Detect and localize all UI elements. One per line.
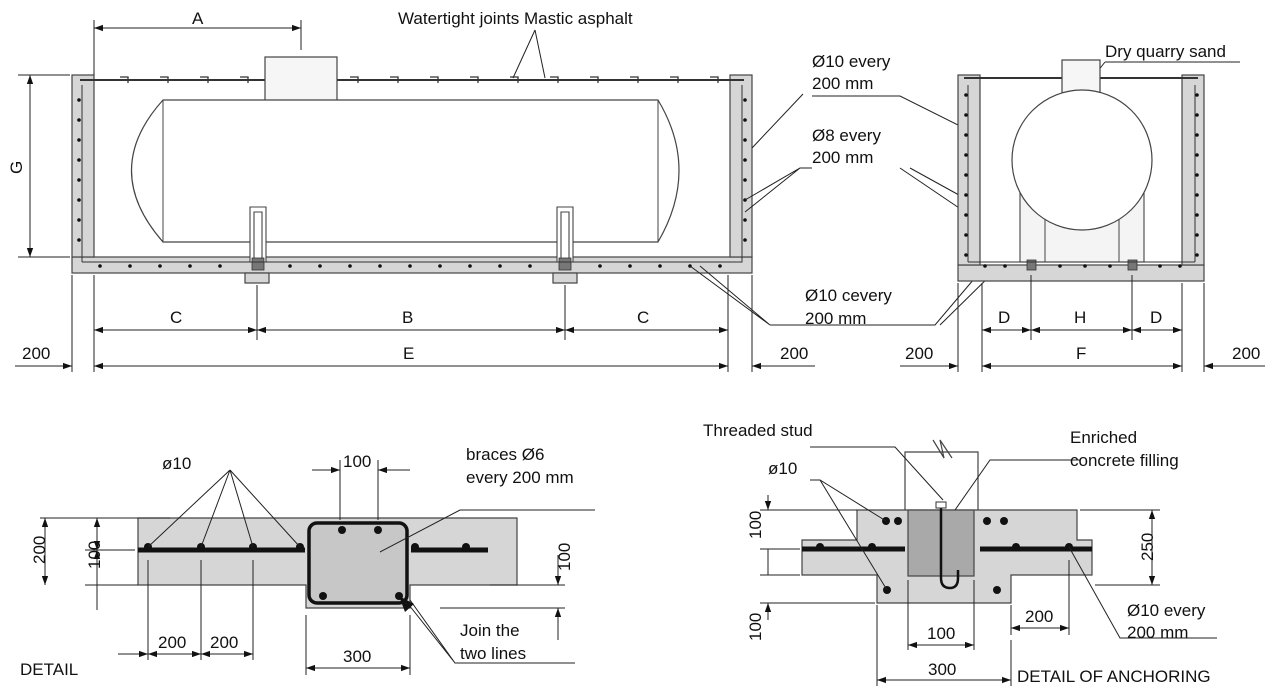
cross-floor-slab [957, 264, 1205, 282]
leader-join [404, 599, 575, 664]
dim-label-c-left: C [170, 308, 182, 327]
manhole-dome [264, 56, 338, 104]
detail-brace-stirrup [307, 521, 409, 605]
tank-saddle-left [249, 206, 267, 262]
dim-label-d-right: D [1150, 308, 1162, 327]
anchor-title: DETAIL OF ANCHORING [1017, 667, 1211, 686]
detail-braces-2: every 200 mm [466, 468, 574, 487]
detail-dim-200-a: 200 [158, 633, 186, 652]
dim-label-c-right: C [637, 308, 649, 327]
dim-label-e: E [403, 344, 414, 363]
anchor-dim-100-h: 100 [927, 624, 955, 643]
detail-dim-100-v: 100 [85, 541, 104, 569]
detail-rebar-label: ø10 [162, 454, 191, 473]
detail-join-2: two lines [460, 644, 526, 663]
anchor-dim-100-v1: 100 [746, 511, 765, 539]
anchor-dim-250: 250 [1138, 533, 1157, 561]
rebar-dots-cross [964, 93, 1199, 268]
leader-braces [379, 509, 595, 553]
detail-join-1: Join the [460, 621, 520, 640]
dim-label-200-3: 200 [905, 344, 933, 363]
leader-phi10c [689, 265, 1001, 326]
pit-floor-slab [71, 256, 753, 274]
detail-title: DETAIL [20, 660, 78, 679]
dim-label-h: H [1074, 308, 1086, 327]
leader-anchor-every [1068, 546, 1217, 639]
leader-watertight [512, 29, 546, 79]
tank-saddle-right [556, 206, 574, 262]
longitudinal-section [71, 56, 753, 284]
cross-section [957, 59, 1205, 282]
detail-braces-1: braces Ø6 [466, 445, 544, 464]
pit-wall-right [729, 74, 753, 258]
anchor-dim-200: 200 [1025, 607, 1053, 626]
dim-label-200-1: 200 [22, 344, 50, 363]
leader-stud [810, 446, 944, 501]
note-phi10-2: 200 mm [812, 74, 873, 93]
anchoring-stud [939, 506, 960, 590]
dim-label-a: A [192, 9, 204, 28]
dim-label-f: F [1076, 344, 1086, 363]
leader-filling [954, 459, 1080, 511]
floor-anchor-block-right [552, 272, 578, 284]
dimensions-cross [900, 275, 1265, 372]
note-phi10c-2: 200 mm [805, 309, 866, 328]
tank-body [130, 99, 680, 243]
anchor-every-2: 200 mm [1127, 623, 1188, 642]
detail-dim-100-right: 100 [555, 543, 574, 571]
note-phi10c-1: Ø10 cevery [805, 286, 892, 305]
anchor-stud-label: Threaded stud [703, 421, 813, 440]
anchor-rebar-label: ø10 [768, 459, 797, 478]
cross-tank-body [1011, 89, 1153, 231]
note-phi10-1: Ø10 every [812, 52, 891, 71]
dim-label-200-2: 200 [780, 344, 808, 363]
leader-phi8 [744, 167, 969, 215]
note-watertight: Watertight joints Mastic asphalt [398, 9, 633, 28]
cross-wall-left [957, 74, 981, 266]
leader-detail-rebar [147, 469, 301, 548]
anchor-dim-300: 300 [928, 660, 956, 679]
floor-anchor-block-left [244, 272, 270, 284]
rebar-dots-longitudinal [77, 98, 747, 268]
anchor-dim-100-v2: 100 [746, 613, 765, 641]
anchor-filling-2: concrete filling [1070, 451, 1179, 470]
cross-wall-right [1181, 74, 1205, 266]
dim-label-g: G [7, 161, 26, 174]
detail-dim-200-v: 200 [30, 536, 49, 564]
note-phi8-2: 200 mm [812, 148, 873, 167]
leader-anchor-rebar [810, 479, 888, 591]
anchor-filling-1: Enriched [1070, 428, 1137, 447]
anchoring-section [760, 439, 1217, 686]
cover-joints [120, 76, 719, 83]
detail-section [40, 460, 595, 675]
note-phi8-1: Ø8 every [812, 126, 881, 145]
pit-wall-left [71, 74, 95, 258]
dim-label-b: B [402, 308, 413, 327]
detail-dim-100-top: 100 [343, 452, 371, 471]
detail-dim-300: 300 [343, 647, 371, 666]
anchor-every-1: Ø10 every [1127, 601, 1206, 620]
note-dry-sand: Dry quarry sand [1105, 42, 1226, 61]
dim-label-d-left: D [998, 308, 1010, 327]
dim-label-200-4: 200 [1232, 344, 1260, 363]
leader-phi10 [751, 93, 969, 149]
dimensions-longitudinal [15, 20, 815, 372]
detail-dim-200-b: 200 [210, 633, 238, 652]
